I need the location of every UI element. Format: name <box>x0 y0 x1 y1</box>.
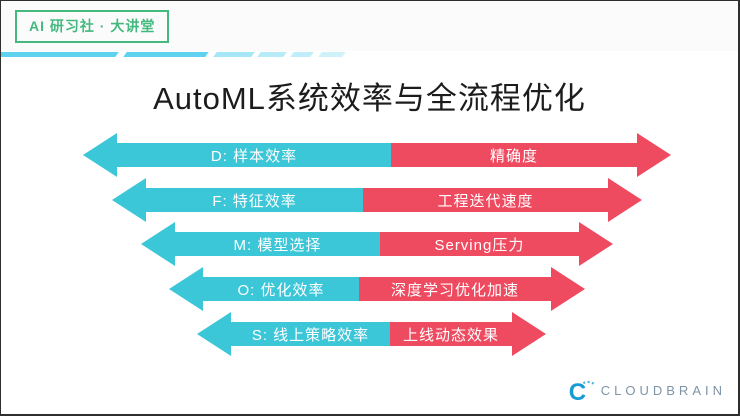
decorative-stripe <box>257 52 287 57</box>
arrow-left-head <box>112 178 146 222</box>
arrow-right-segment: 上线动态效果 <box>390 322 512 346</box>
arrow-left-segment: M: 模型选择 <box>175 232 380 256</box>
cloudbrain-logo: C CLOUDBRAIN <box>569 377 726 405</box>
sparkle-icon <box>578 380 595 387</box>
arrow-right-label: Serving压力 <box>434 236 525 254</box>
arrow-row-d: D: 样本效率 精确度 <box>83 133 671 177</box>
cloudbrain-logo-text: CLOUDBRAIN <box>600 382 726 398</box>
arrow-left-segment: D: 样本效率 <box>117 143 392 167</box>
arrow-left-label: M: 模型选择 <box>233 236 322 254</box>
arrow-row-o: O: 优化效率 深度学习优化加速 <box>169 267 585 311</box>
slide-title: AutoML系统效率与全流程优化 <box>153 81 586 116</box>
arrow-right-label: 精确度 <box>490 147 539 165</box>
arrow-left-head <box>141 222 175 266</box>
arrow-left-label: F: 特征效率 <box>212 192 297 210</box>
arrow-right-head <box>579 222 613 266</box>
arrow-left-label: S: 线上策略效率 <box>251 326 370 344</box>
arrow-right-head <box>637 133 671 177</box>
decorative-stripe <box>318 52 346 57</box>
arrow-right-head <box>608 178 642 222</box>
arrow-left-segment: O: 优化效率 <box>203 277 359 301</box>
arrow-left-label: D: 样本效率 <box>210 147 298 165</box>
arrow-left-head <box>83 133 117 177</box>
arrow-right-segment: 深度学习优化加速 <box>358 277 551 301</box>
arrow-right-segment: Serving压力 <box>379 232 579 256</box>
arrow-right-segment: 精确度 <box>391 143 637 167</box>
arrow-left-label: O: 优化效率 <box>237 281 325 299</box>
decorative-stripe <box>290 52 314 57</box>
channel-badge: AI 研习社 · 大讲堂 <box>15 10 170 43</box>
arrow-left-head <box>197 312 231 356</box>
arrow-row-s: S: 线上策略效率 上线动态效果 <box>197 312 546 356</box>
arrow-right-label: 深度学习优化加速 <box>390 281 519 299</box>
arrow-left-segment: F: 特征效率 <box>146 188 364 212</box>
arrow-left-segment: S: 线上策略效率 <box>231 322 391 346</box>
decorative-stripe <box>213 52 255 57</box>
arrow-left-head <box>169 267 203 311</box>
arrow-right-segment: 工程迭代速度 <box>363 188 608 212</box>
decorative-stripe <box>1 52 119 57</box>
arrow-right-head <box>551 267 585 311</box>
arrow-row-m: M: 模型选择 Serving压力 <box>141 222 613 266</box>
arrow-row-f: F: 特征效率 工程迭代速度 <box>112 178 642 222</box>
arrow-right-label: 工程迭代速度 <box>437 192 534 210</box>
decorative-stripe <box>123 52 209 57</box>
arrow-right-label: 上线动态效果 <box>403 326 500 344</box>
cloudbrain-logo-icon: C <box>569 377 595 405</box>
arrow-right-head <box>512 312 546 356</box>
